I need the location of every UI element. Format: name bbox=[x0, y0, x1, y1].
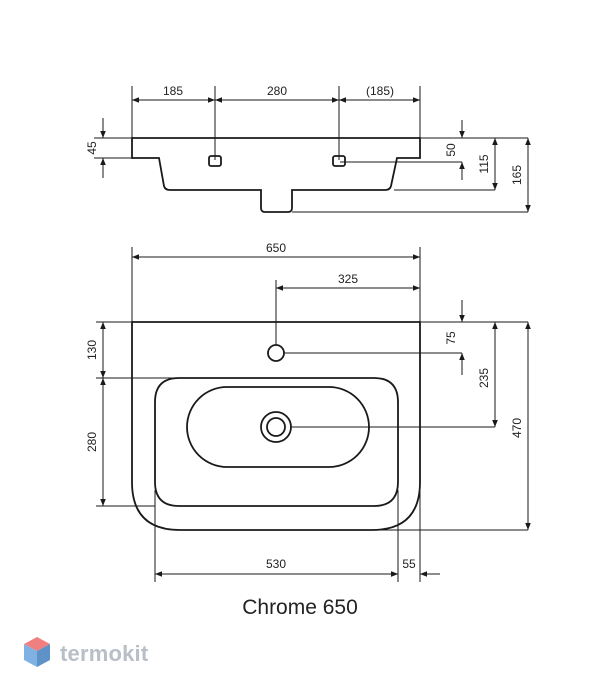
top-view-tap-hole bbox=[267, 344, 285, 362]
top-height-130: 130 bbox=[85, 340, 99, 360]
top-height-470: 470 bbox=[510, 418, 524, 438]
side-view-basin-outline bbox=[131, 137, 421, 213]
product-caption: Chrome 650 bbox=[242, 596, 358, 619]
top-view-drain-inner bbox=[266, 417, 286, 437]
side-width-280: 280 bbox=[267, 84, 287, 98]
side-height-115: 115 bbox=[477, 154, 491, 173]
side-view: 185 280 (185) 45 50 115 165 bbox=[85, 84, 531, 213]
side-width-185-ref: (185) bbox=[366, 84, 394, 98]
cube-icon bbox=[22, 635, 52, 674]
top-view: 650 325 130 280 75 235 470 5 bbox=[85, 241, 531, 582]
top-width-530: 530 bbox=[266, 557, 286, 571]
side-width-185: 185 bbox=[163, 84, 183, 98]
side-height-45: 45 bbox=[85, 141, 99, 155]
top-height-280: 280 bbox=[85, 432, 99, 452]
side-height-165: 165 bbox=[510, 165, 524, 185]
side-height-50: 50 bbox=[444, 143, 458, 157]
top-view-drain bbox=[260, 411, 292, 443]
top-width-325: 325 bbox=[338, 272, 358, 286]
brand-logo: termokit bbox=[22, 634, 148, 674]
top-view-inner-rim bbox=[154, 377, 399, 507]
top-height-75: 75 bbox=[444, 331, 458, 345]
top-height-235: 235 bbox=[477, 368, 491, 388]
brand-name: termokit bbox=[60, 641, 149, 666]
top-width-650: 650 bbox=[266, 241, 286, 255]
top-width-55: 55 bbox=[402, 557, 416, 571]
